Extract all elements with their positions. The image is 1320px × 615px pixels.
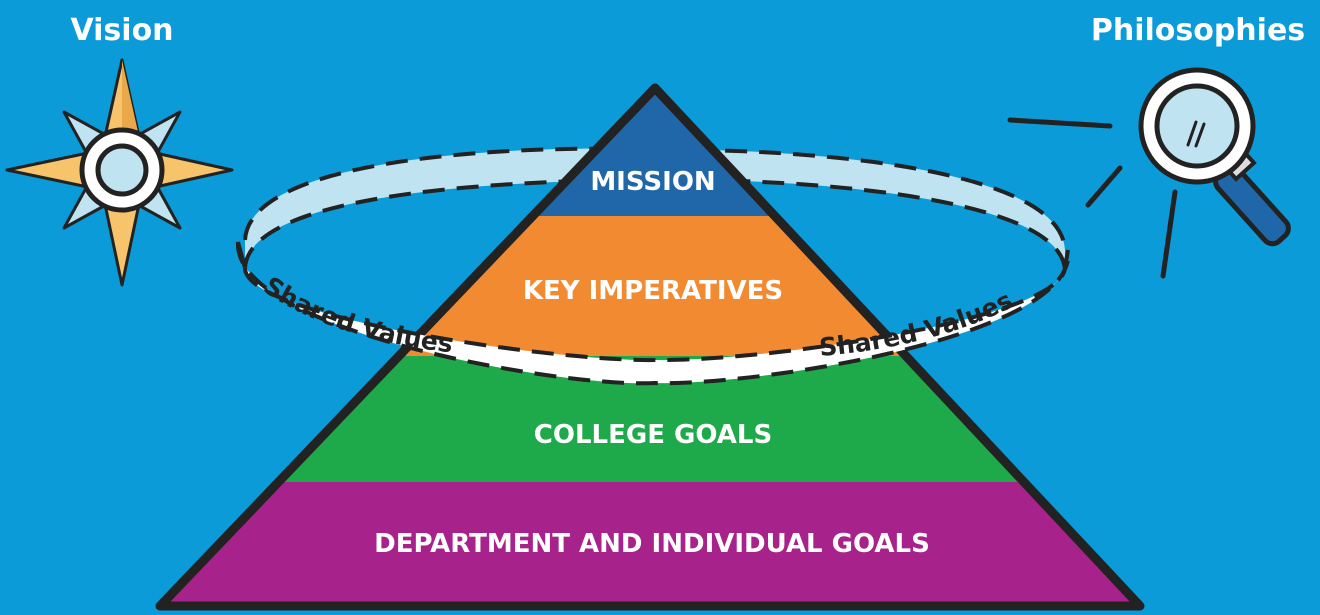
ring-label-left: Shared Values [259, 271, 455, 359]
layer-department-goals [160, 482, 1140, 606]
layer-label-key-imperatives: KEY IMPERATIVES [523, 276, 783, 306]
magnifying-glass-icon [1007, 67, 1291, 279]
layer-label-college-goals: COLLEGE GOALS [534, 420, 772, 450]
ring-front [235, 241, 1071, 386]
compass-star-icon [5, 58, 234, 287]
layer-label-department-goals: DEPARTMENT AND INDIVIDUAL GOALS [374, 529, 930, 559]
ring-back [243, 146, 1067, 271]
layer-label-mission: MISSION [590, 167, 715, 197]
vision-title: Vision [70, 13, 173, 48]
philosophies-title: Philosophies [1091, 13, 1305, 48]
